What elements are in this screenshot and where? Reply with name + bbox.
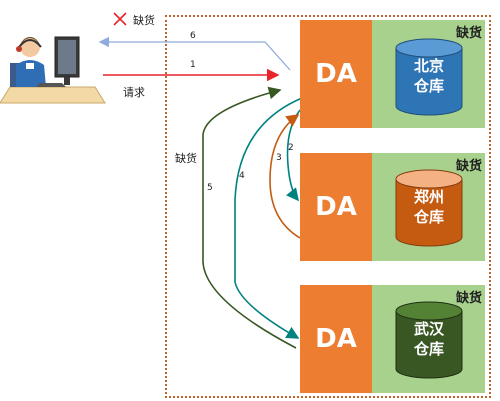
- arrow-6-number: 6: [190, 31, 196, 41]
- arrow-3: [269, 114, 301, 239]
- arrow-5: [202, 86, 297, 349]
- arrow-3-number: 3: [276, 153, 282, 163]
- datacenter-boundary: [165, 15, 491, 398]
- da-box: DA: [300, 285, 372, 393]
- warehouse-name-line1: 北京: [413, 57, 444, 75]
- arrow-2-number: 2: [288, 143, 294, 153]
- warehouse-name-line1: 武汉: [413, 320, 444, 338]
- da-box: DA: [300, 20, 372, 128]
- database-cylinder-icon: [395, 301, 463, 379]
- warehouse-zhengzhou: DA 缺货 郑州 仓库: [300, 153, 485, 261]
- warehouse-name: 北京 仓库: [399, 56, 459, 96]
- arrow-4: [234, 97, 303, 339]
- cancel-x-icon: [113, 12, 127, 26]
- side-out-of-stock-label: 缺货: [175, 152, 197, 165]
- warehouse-name-line2: 仓库: [413, 340, 444, 358]
- status-label: 缺货: [455, 291, 482, 306]
- arrow-6-reply: [98, 36, 291, 71]
- reply-out-of-stock-label: 缺货: [133, 14, 155, 27]
- warehouse-name-line2: 仓库: [413, 208, 444, 226]
- warehouse-name-line2: 仓库: [413, 77, 444, 95]
- status-label: 缺货: [455, 159, 482, 174]
- arrow-1-number: 1: [190, 60, 196, 70]
- database-cylinder-icon: [395, 38, 463, 116]
- warehouse-beijing: DA 缺货 北京 仓库: [300, 20, 485, 128]
- request-label: 请求: [123, 86, 145, 99]
- status-label: 缺货: [455, 26, 482, 41]
- warehouse-name-line1: 郑州: [413, 188, 444, 206]
- warehouse-name: 郑州 仓库: [399, 187, 459, 227]
- arrow-5-number: 5: [207, 183, 213, 193]
- warehouse-name: 武汉 仓库: [399, 319, 459, 359]
- database-cylinder-icon: [395, 169, 463, 247]
- customer-service-agent-icon: [0, 36, 106, 104]
- warehouse-wuhan: DA 缺货 武汉 仓库: [300, 285, 485, 393]
- arrow-4-number: 4: [239, 171, 245, 181]
- da-box: DA: [300, 153, 372, 261]
